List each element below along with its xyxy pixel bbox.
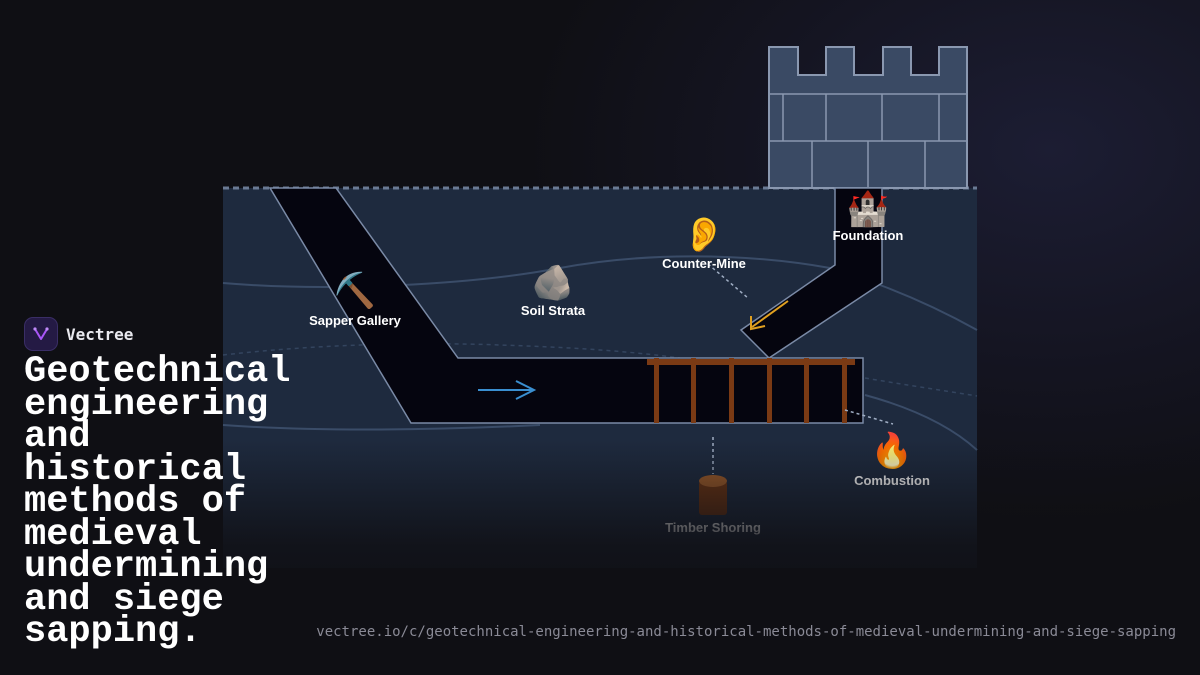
node-sapper-gallery: ⛏️ Sapper Gallery bbox=[309, 271, 402, 328]
strata-line-middle bbox=[222, 343, 681, 359]
log-icon bbox=[699, 475, 727, 515]
combustion-connector bbox=[844, 409, 894, 425]
node-soil-strata: 🪨 Soil Strata bbox=[521, 263, 586, 318]
rock-icon: 🪨 bbox=[532, 263, 574, 303]
timber-shoring-label: Timber Shoring bbox=[665, 520, 761, 535]
pickaxe-icon: ⛏️ bbox=[334, 271, 376, 311]
strata-line-upper bbox=[222, 255, 831, 288]
vectree-logo-icon bbox=[24, 317, 58, 351]
fire-icon: 🔥 bbox=[871, 431, 913, 471]
foundation-label: Foundation bbox=[833, 228, 904, 243]
strata-line-lower bbox=[222, 424, 541, 431]
node-foundation: 🏰 Foundation bbox=[833, 189, 904, 243]
soil-strata-label: Soil Strata bbox=[521, 303, 586, 318]
counter-mine-label: Counter-Mine bbox=[662, 256, 746, 271]
tunnel-direction-arrow bbox=[478, 380, 537, 400]
brand-name: Vectree bbox=[66, 324, 134, 344]
timber-shoring-frame bbox=[647, 358, 855, 423]
castle-wall bbox=[768, 46, 968, 189]
page-url[interactable]: vectree.io/c/geotechnical-engineering-an… bbox=[316, 624, 1176, 640]
page-title: Geotechnical engineering and historical … bbox=[24, 351, 291, 653]
brand: Vectree bbox=[24, 317, 133, 351]
combustion-label: Combustion bbox=[854, 473, 930, 488]
node-counter-mine: 👂 Counter-Mine bbox=[662, 215, 746, 271]
counter-mine-connector bbox=[707, 263, 749, 299]
strata-line-middle-right bbox=[864, 377, 978, 397]
counter-mine-arrow bbox=[750, 300, 789, 331]
ear-icon: 👂 bbox=[683, 215, 725, 255]
castle-icon: 🏰 bbox=[847, 189, 889, 229]
strata-line-upper-right bbox=[879, 284, 978, 331]
sapper-gallery-label: Sapper Gallery bbox=[309, 313, 402, 328]
